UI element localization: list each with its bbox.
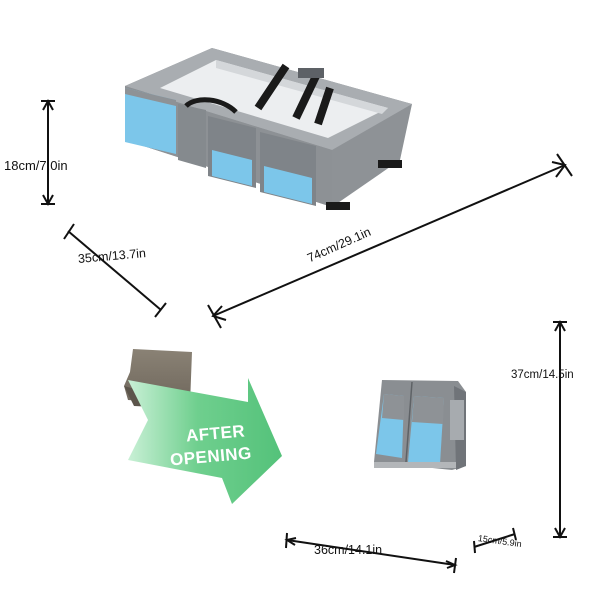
length-open-line [212,164,566,317]
depth-folded-line [473,533,516,548]
folded-bag-image [374,380,466,470]
width-folded-line [286,539,456,566]
width-open-line [67,230,162,311]
dimension-lines [41,98,573,574]
height-folded-label: 37cm/14.5in [511,369,574,381]
after-opening-graphic [124,349,282,504]
height-open-label: 18cm/7.0in [4,158,68,173]
width-folded-label: 36cm/14.1in [314,543,383,557]
open-bassinet-image [125,48,412,210]
green-arrow-icon [128,378,282,504]
